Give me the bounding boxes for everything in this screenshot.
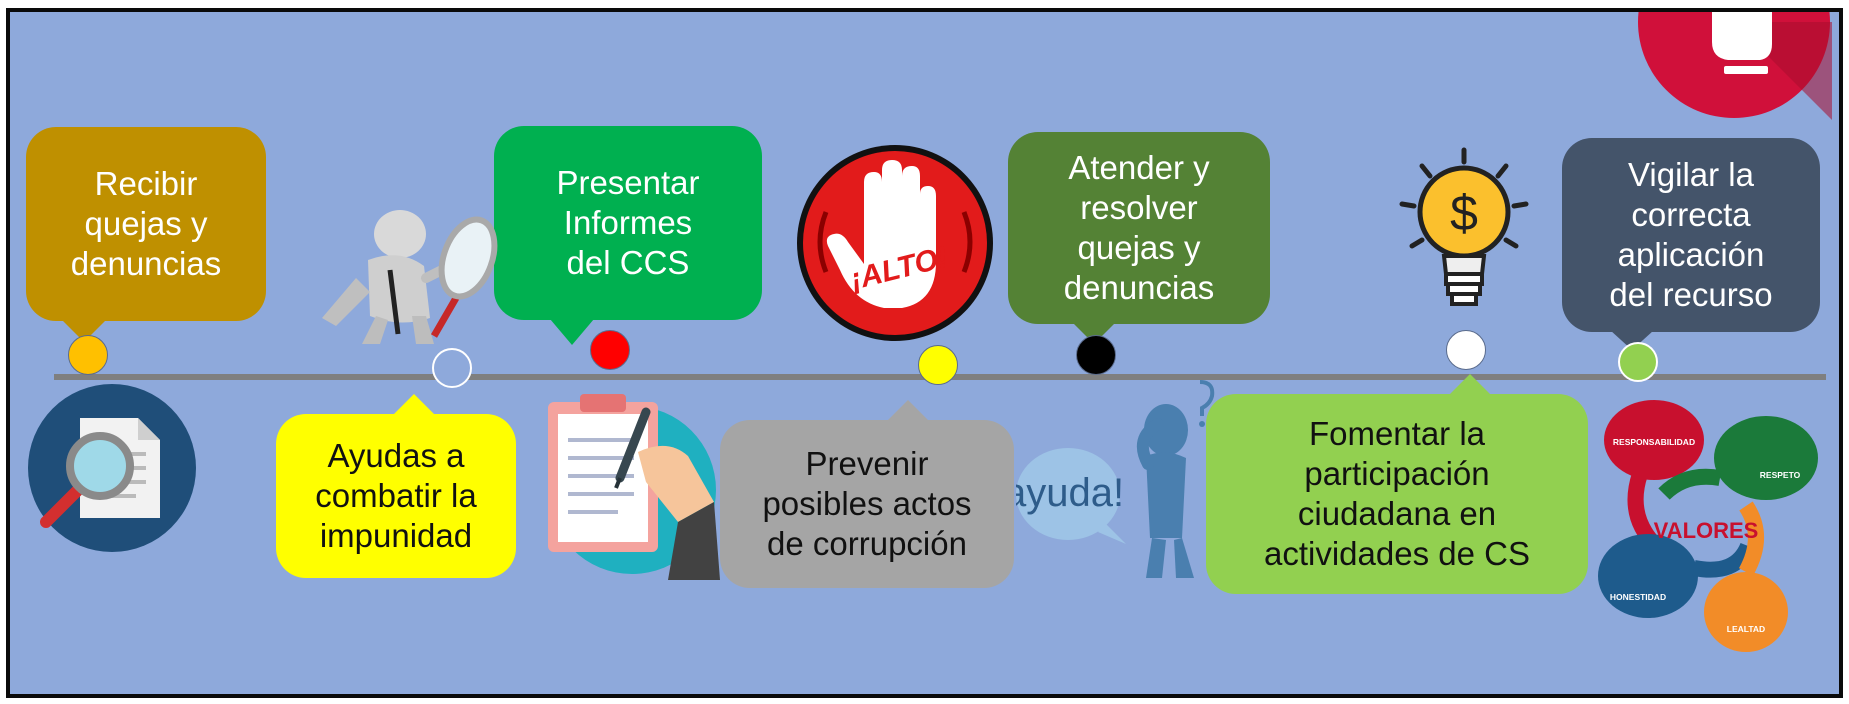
bubble-presentar-informes: Presentar Informes del CCS — [494, 126, 762, 320]
timeline-canvas: Recibir quejas y denuncias Ayudas a comb… — [6, 8, 1843, 698]
timeline-dot-2 — [432, 348, 472, 388]
detective-magnifier-icon — [322, 210, 498, 344]
timeline-dot-5 — [1076, 335, 1116, 375]
valores-label-responsabilidad: RESPONSABILIDAD — [1613, 437, 1695, 447]
bubble-atender-resolver: Atender y resolver quejas y denuncias — [1008, 132, 1270, 324]
bubble-text: Atender y resolver quejas y denuncias — [1063, 148, 1215, 307]
bubble-text: Presentar Informes del CCS — [556, 163, 700, 282]
timeline-dot-3 — [590, 330, 630, 370]
bubble-text: Vigilar la correcta aplicación del recur… — [1609, 155, 1773, 314]
valores-label-lealtad: LEALTAD — [1727, 624, 1765, 634]
clipboard-writing-icon — [548, 394, 720, 580]
bubble-text: Prevenir posibles actos de corrupción — [762, 444, 972, 563]
ayuda-label: ayuda! — [1016, 471, 1124, 515]
bubble-tail — [392, 394, 436, 416]
bubble-text: Fomentar la participación ciudadana en a… — [1264, 414, 1530, 573]
bubble-vigilar-aplicacion: Vigilar la correcta aplicación del recur… — [1562, 138, 1820, 332]
bubble-tail — [550, 319, 594, 345]
valores-emblem-icon: VALORES RESPONSABILIDAD RESPETO HONESTID… — [1598, 400, 1818, 652]
valores-label-honestidad: HONESTIDAD — [1610, 592, 1666, 602]
bubble-tail — [1448, 374, 1492, 396]
bubble-text: Recibir quejas y denuncias — [70, 164, 222, 283]
bubble-tail — [886, 400, 930, 422]
timeline-dot-4 — [918, 345, 958, 385]
bubble-prevenir-corrupcion: Prevenir posibles actos de corrupción — [720, 420, 1014, 588]
dollar-symbol: $ — [1450, 185, 1478, 241]
ayuda-help-icon: ayuda! — [1016, 380, 1215, 578]
lightbulb-dollar-icon: $ — [1399, 147, 1529, 306]
timeline-dot-1 — [68, 335, 108, 375]
bubble-ayudas-combatir: Ayudas a combatir la impunidad — [276, 414, 516, 578]
bubble-recibir-quejas: Recibir quejas y denuncias — [26, 127, 266, 321]
valores-center-label: VALORES — [1654, 518, 1759, 543]
bubble-text: Ayudas a combatir la impunidad — [315, 436, 477, 555]
bubble-fomentar-participacion: Fomentar la participación ciudadana en a… — [1206, 394, 1588, 594]
document-magnifier-icon — [28, 384, 196, 552]
valores-label-respeto: RESPETO — [1760, 470, 1801, 480]
timeline-dot-7 — [1618, 342, 1658, 382]
stop-hand-icon: ¡ALTO! — [797, 145, 993, 341]
hand-pointer-icon[interactable] — [1636, 8, 1832, 130]
timeline-dot-6 — [1446, 330, 1486, 370]
